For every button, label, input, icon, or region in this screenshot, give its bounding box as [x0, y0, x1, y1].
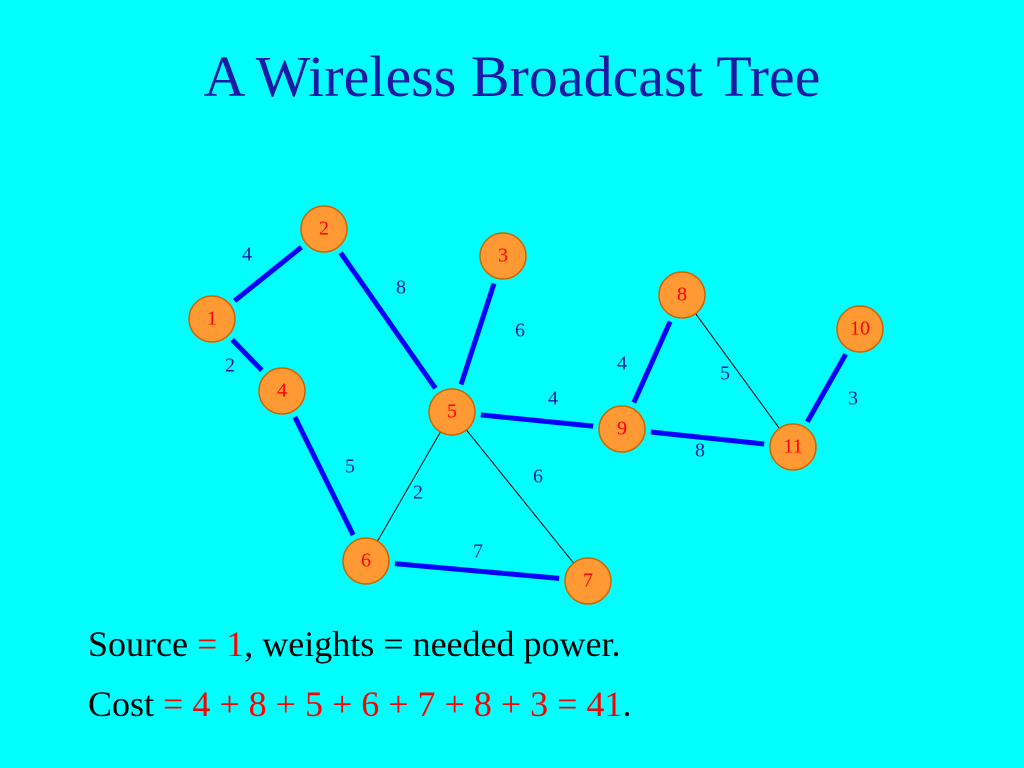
- node-label: 3: [498, 245, 508, 267]
- cost-value: = 4 + 8 + 5 + 6 + 7 + 8 + 3 = 41: [163, 684, 623, 724]
- edge-weight-4-6: 5: [345, 456, 355, 478]
- edge-weight-6-7: 7: [473, 541, 483, 563]
- node-label: 11: [783, 436, 802, 458]
- node-circle: [258, 367, 306, 415]
- node-label: 1: [207, 308, 217, 330]
- edge-4-6: [292, 415, 356, 537]
- cost-suffix: .: [622, 684, 632, 724]
- edge-weight-5-9: 4: [548, 388, 558, 410]
- edge-weight-5-7: 6: [533, 466, 543, 488]
- edge-weight-8-11: 5: [720, 363, 730, 385]
- edge-1-4: [230, 338, 264, 372]
- edge-2-5: [338, 251, 438, 390]
- edge-weight-3-5: 6: [515, 320, 525, 342]
- source-suffix: , weights = needed power.: [244, 624, 621, 664]
- edge-6-7: [394, 561, 560, 581]
- node-label: 2: [319, 218, 329, 240]
- node-circle: [188, 295, 236, 343]
- node-circle: [836, 305, 884, 353]
- edge-weight-1-2: 4: [242, 244, 252, 266]
- edge-weight-2-5: 8: [396, 277, 406, 299]
- edge-weight-5-6: 2: [413, 482, 423, 504]
- edge-weight-8-9: 4: [617, 353, 627, 375]
- edge-weight-9-11: 8: [695, 440, 705, 462]
- node-circle: [564, 557, 612, 605]
- edge-5-9: [480, 412, 594, 429]
- node-circle: [598, 405, 646, 453]
- cost-prefix: Cost: [88, 684, 164, 724]
- nodes-layer: 1 2 3 4 5 6 7 8 9 10 11: [188, 205, 884, 605]
- node-circle: [769, 423, 817, 471]
- edge-weight-1-4: 2: [225, 355, 235, 377]
- node-circle: [300, 205, 348, 253]
- edges-layer: [230, 245, 848, 581]
- node-2: 2: [300, 205, 348, 253]
- node-label: 7: [583, 570, 593, 592]
- edge-5-6: [377, 431, 441, 542]
- edge-3-5: [458, 282, 497, 386]
- edge-5-7: [466, 429, 574, 564]
- node-circle: [479, 232, 527, 280]
- source-line: Source = 1, weights = needed power.: [88, 626, 621, 662]
- node-9: 9: [598, 405, 646, 453]
- node-circle: [342, 537, 390, 585]
- weights-layer: 4 2 8 6 5 2 6 4 7 4 5 8 3: [225, 244, 858, 563]
- node-7: 7: [564, 557, 612, 605]
- node-label: 6: [361, 550, 371, 572]
- node-label: 5: [447, 401, 457, 423]
- edge-10-11: [805, 352, 848, 424]
- source-value: = 1: [196, 624, 245, 664]
- edge-8-9: [631, 320, 673, 404]
- node-11: 11: [769, 423, 817, 471]
- node-label: 8: [677, 284, 687, 306]
- node-6: 6: [342, 537, 390, 585]
- node-circle: [658, 271, 706, 319]
- edge-weight-10-11: 3: [848, 388, 858, 410]
- node-circle: [428, 388, 476, 436]
- node-label: 10: [850, 318, 870, 340]
- edge-9-11: [650, 429, 765, 447]
- node-10: 10: [836, 305, 884, 353]
- node-4: 4: [258, 367, 306, 415]
- cost-line: Cost = 4 + 8 + 5 + 6 + 7 + 8 + 3 = 41.: [88, 686, 631, 722]
- edge-8-11: [695, 313, 780, 429]
- source-prefix: Source: [88, 624, 197, 664]
- edge-1-2: [233, 245, 303, 303]
- node-8: 8: [658, 271, 706, 319]
- node-3: 3: [479, 232, 527, 280]
- node-1: 1: [188, 295, 236, 343]
- slide-title: A Wireless Broadcast Tree: [203, 44, 821, 109]
- node-label: 4: [277, 380, 287, 402]
- node-label: 9: [617, 418, 627, 440]
- node-5: 5: [428, 388, 476, 436]
